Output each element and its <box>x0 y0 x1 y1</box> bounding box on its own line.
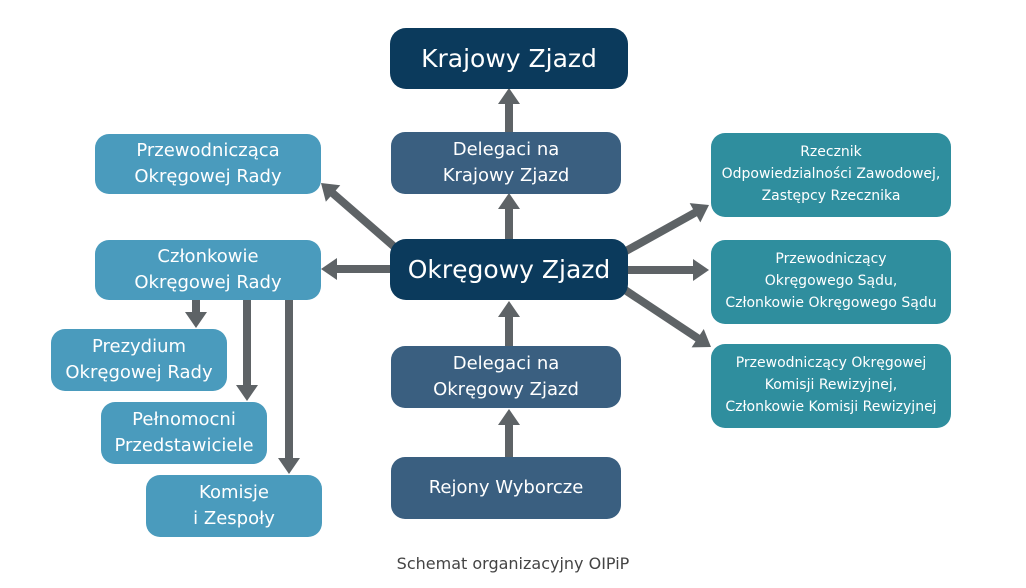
arrow-to-okregowy-sad-head <box>693 259 709 281</box>
komisja-rewizyjna-box: Przewodniczący Okręgowej Komisji Rewizyj… <box>711 344 951 428</box>
arrow-to-komisja-rewizyjna <box>619 284 711 348</box>
arrow-to-przewodniczaca-rady <box>321 183 401 254</box>
arrow-to-okregowy-sad <box>626 259 709 281</box>
arrow-to-komisje-head <box>278 458 300 474</box>
arrow-to-prezydium <box>185 300 207 328</box>
arrow-to-komisja-rewizyjna-shaft <box>619 284 701 343</box>
arrow-to-czlonkowie-rady <box>321 258 390 280</box>
okregowy-sad-box: Przewodniczący Okręgowego Sądu, Członkow… <box>711 240 951 324</box>
arrow-to-przewodniczaca-rady-head <box>321 183 341 202</box>
arrow-to-pelnomocni-head <box>236 385 258 401</box>
arrow-to-prezydium-head <box>185 312 207 328</box>
czlonkowie-okregowej-rady-box: Członkowie Okręgowej Rady <box>95 240 321 300</box>
przewodniczaca-okregowej-rady-box: Przewodnicząca Okręgowej Rady <box>95 134 321 194</box>
delegaci-krajowy-zjazd-box: Delegaci na Krajowy Zjazd <box>391 132 621 194</box>
pelnomocni-przedstawiciele-box: Pełnomocni Przedstawiciele <box>101 402 267 464</box>
arrow-rejony-to-delegaci-okregowy <box>498 409 520 457</box>
arrow-to-rzecznik-head <box>689 203 709 223</box>
krajowy-zjazd-box: Krajowy Zjazd <box>390 28 628 89</box>
arrow-to-pelnomocni <box>236 300 258 401</box>
prezydium-okregowej-rady-box: Prezydium Okręgowej Rady <box>51 329 227 391</box>
rzecznik-box: Rzecznik Odpowiedzialności Zawodowej, Za… <box>711 133 951 217</box>
arrow-okregowy-to-delegaci-krajowy <box>498 193 520 240</box>
komisje-i-zespoly-box: Komisje i Zespoły <box>146 475 322 537</box>
arrow-delegaci-to-okregowy-zjazd-head <box>498 301 520 317</box>
arrow-to-komisja-rewizyjna-head <box>691 328 711 348</box>
delegaci-okregowy-zjazd-box: Delegaci na Okręgowy Zjazd <box>391 346 621 408</box>
arrow-delegaci-to-krajowy-zjazd-head <box>498 88 520 104</box>
arrow-to-komisje <box>278 300 300 474</box>
arrow-to-rzecznik-shaft <box>624 208 698 255</box>
rejony-wyborcze-box: Rejony Wyborcze <box>391 457 621 519</box>
diagram-caption: Schemat organizacyjny OIPiP <box>396 554 630 573</box>
arrow-to-czlonkowie-rady-head <box>321 258 337 280</box>
arrow-okregowy-to-delegaci-krajowy-head <box>498 193 520 209</box>
arrow-rejony-to-delegaci-okregowy-head <box>498 409 520 425</box>
arrow-to-przewodniczaca-rady-shaft <box>329 189 401 254</box>
arrow-to-rzecznik <box>624 203 709 255</box>
arrow-delegaci-to-krajowy-zjazd <box>498 88 520 132</box>
okregowy-zjazd-box: Okręgowy Zjazd <box>390 239 628 300</box>
arrow-delegaci-to-okregowy-zjazd <box>498 301 520 346</box>
